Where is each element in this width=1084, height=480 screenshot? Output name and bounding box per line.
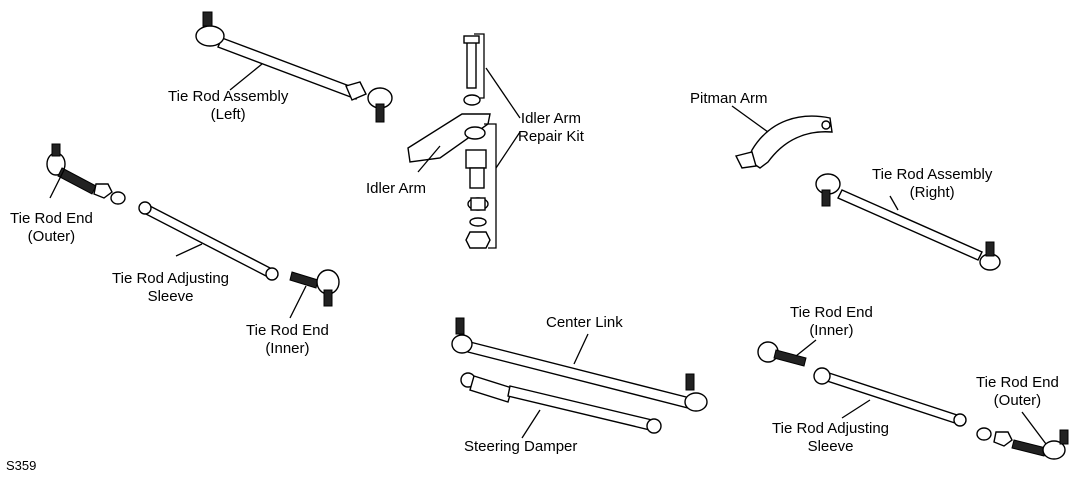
center-link-drawing (451, 317, 708, 412)
label-line: (Inner) (265, 340, 310, 357)
label-tie-rod-end-inner-right: Tie Rod End (Inner) (790, 304, 873, 340)
leader-tie-rod-end-outer-right (1021, 411, 1047, 445)
pitman-arm-drawing (734, 115, 833, 169)
label-line: (Right) (909, 184, 955, 201)
idler-arm-repair-kit-drawing (407, 33, 497, 249)
label-pitman-arm: Pitman Arm (690, 90, 768, 108)
label-steering-damper: Steering Damper (464, 438, 577, 456)
label-line: (Outer) (993, 392, 1042, 409)
leader-center-link (573, 333, 589, 365)
label-line: (Inner) (809, 322, 854, 339)
label-tie-rod-adjusting-sleeve-right: Tie Rod Adjusting Sleeve (772, 420, 889, 456)
label-line: Tie Rod Adjusting (112, 270, 230, 287)
leader-pitman-arm (731, 105, 769, 133)
tie-rod-adjusting-sleeve-right-drawing (813, 367, 967, 427)
tie-rod-assembly-left-drawing (195, 11, 393, 123)
leader-tie-rod-end-inner-right (795, 339, 817, 357)
steering-damper-drawing (460, 372, 662, 434)
label-idler-arm-repair-kit: Idler Arm Repair Kit (518, 110, 584, 146)
label-line: Tie Rod End (10, 210, 93, 227)
tie-rod-end-outer-left-drawing (46, 143, 126, 205)
label-line: Tie Rod End (976, 374, 1059, 391)
label-line: Tie Rod Adjusting (772, 420, 890, 437)
label-tie-rod-end-outer-left: Tie Rod End (Outer) (10, 210, 93, 246)
leader-tie-rod-adjusting-sleeve-left (175, 243, 203, 257)
label-line: Repair Kit (518, 128, 584, 145)
tie-rod-adjusting-sleeve-left-drawing (138, 201, 279, 281)
label-idler-arm: Idler Arm (366, 180, 426, 198)
tie-rod-end-inner-right-drawing (757, 341, 807, 367)
figure-code: S359 (6, 458, 37, 473)
label-line: Idler Arm (520, 110, 581, 127)
label-line: Tie Rod End (246, 322, 329, 339)
leader-idler-arm-kit-1 (485, 67, 521, 119)
label-line: Idler Arm (366, 180, 427, 197)
label-line: Tie Rod End (790, 304, 873, 321)
label-center-link: Center Link (546, 314, 623, 332)
leader-steering-damper (521, 409, 541, 439)
label-line: Tie Rod Assembly (872, 166, 993, 183)
label-line: (Left) (210, 106, 246, 123)
label-line: Sleeve (807, 438, 854, 455)
label-line: Tie Rod Assembly (168, 88, 289, 105)
leader-tie-rod-assembly-right (889, 195, 899, 211)
label-tie-rod-end-outer-right: Tie Rod End (Outer) (976, 374, 1059, 410)
label-tie-rod-assembly-right: Tie Rod Assembly (Right) (872, 166, 992, 202)
leader-tie-rod-end-inner-left (289, 285, 307, 319)
label-tie-rod-end-inner-left: Tie Rod End (Inner) (246, 322, 329, 358)
label-line: (Outer) (27, 228, 76, 245)
label-tie-rod-adjusting-sleeve-left: Tie Rod Adjusting Sleeve (112, 270, 229, 306)
label-line: Pitman Arm (690, 90, 768, 107)
leader-tie-rod-end-outer-left (49, 169, 65, 199)
tie-rod-end-inner-left-drawing (289, 269, 340, 307)
leader-tie-rod-adjusting-sleeve-right (841, 399, 871, 419)
leader-tie-rod-assembly-left (229, 63, 263, 91)
label-tie-rod-assembly-left: Tie Rod Assembly (Left) (168, 88, 288, 124)
tie-rod-assembly-right-drawing (815, 173, 1001, 271)
leader-idler-arm-kit-2 (495, 131, 521, 169)
label-line: Sleeve (147, 288, 194, 305)
label-line: Center Link (546, 314, 623, 331)
label-line: Steering Damper (464, 438, 578, 455)
tie-rod-end-outer-right-drawing (976, 427, 1069, 460)
leader-idler-arm (417, 145, 441, 173)
